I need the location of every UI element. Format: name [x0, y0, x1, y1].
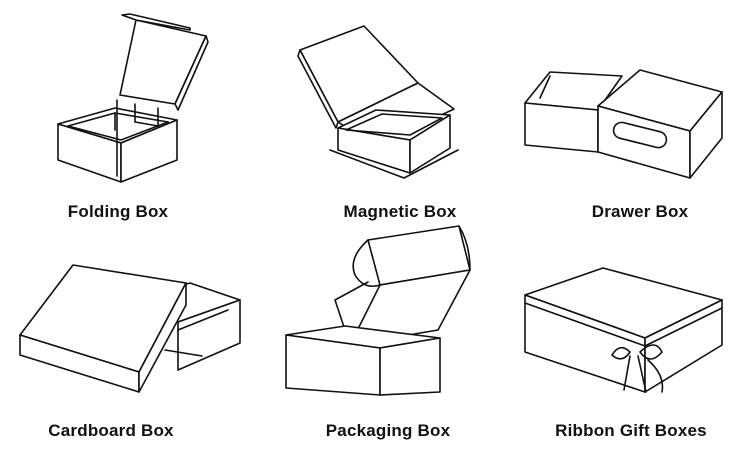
folding-box-icon [58, 14, 208, 182]
ribbon-gift-boxes-icon [525, 268, 722, 392]
packaging-box-icon [286, 226, 470, 395]
magnetic-box-label: Magnetic Box [344, 202, 457, 222]
drawer-box-label: Drawer Box [592, 202, 688, 222]
magnetic-box-icon [298, 26, 458, 178]
ribbon-gift-boxes-label: Ribbon Gift Boxes [555, 421, 707, 441]
folding-box-label: Folding Box [68, 202, 168, 222]
drawer-box-icon [525, 70, 722, 178]
packaging-box-label: Packaging Box [326, 421, 450, 441]
cardboard-box-icon [20, 265, 240, 392]
cardboard-box-label: Cardboard Box [48, 421, 173, 441]
